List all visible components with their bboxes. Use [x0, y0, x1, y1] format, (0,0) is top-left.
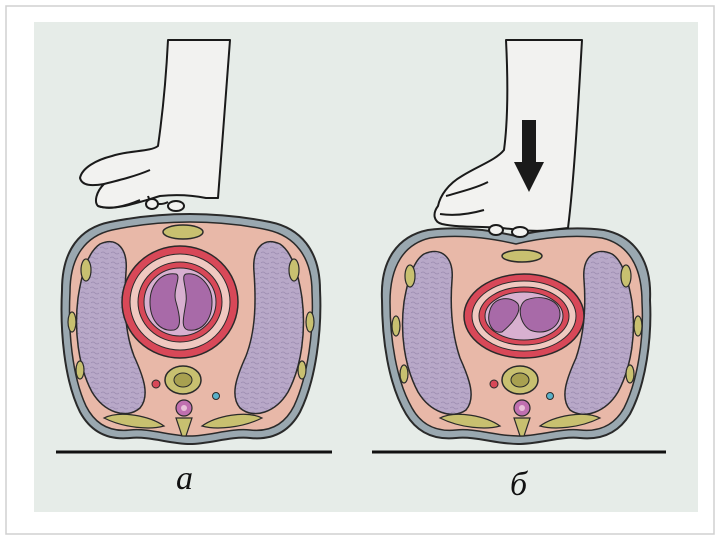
rib [68, 312, 76, 332]
rib [298, 361, 306, 379]
aorta [152, 380, 160, 388]
rib [76, 361, 84, 379]
esophagus [547, 393, 554, 400]
sternum [502, 250, 542, 262]
rib [306, 312, 314, 332]
esophagus [213, 393, 220, 400]
sternum [163, 225, 203, 239]
aorta [490, 380, 498, 388]
spinal-canal-center [181, 405, 187, 411]
rib [621, 265, 631, 287]
vertebral-body-inner [174, 373, 192, 387]
panel-label-a: а [176, 462, 193, 496]
spinal-canal-center [519, 405, 525, 411]
rib [626, 365, 634, 383]
rib [400, 365, 408, 383]
vertebral-body-inner [511, 373, 529, 387]
rib [392, 316, 400, 336]
rib [405, 265, 415, 287]
rib [289, 259, 299, 281]
rib [81, 259, 91, 281]
rib [634, 316, 642, 336]
heart-ventricle-right [520, 298, 560, 332]
panel-label-b: б [510, 468, 527, 502]
